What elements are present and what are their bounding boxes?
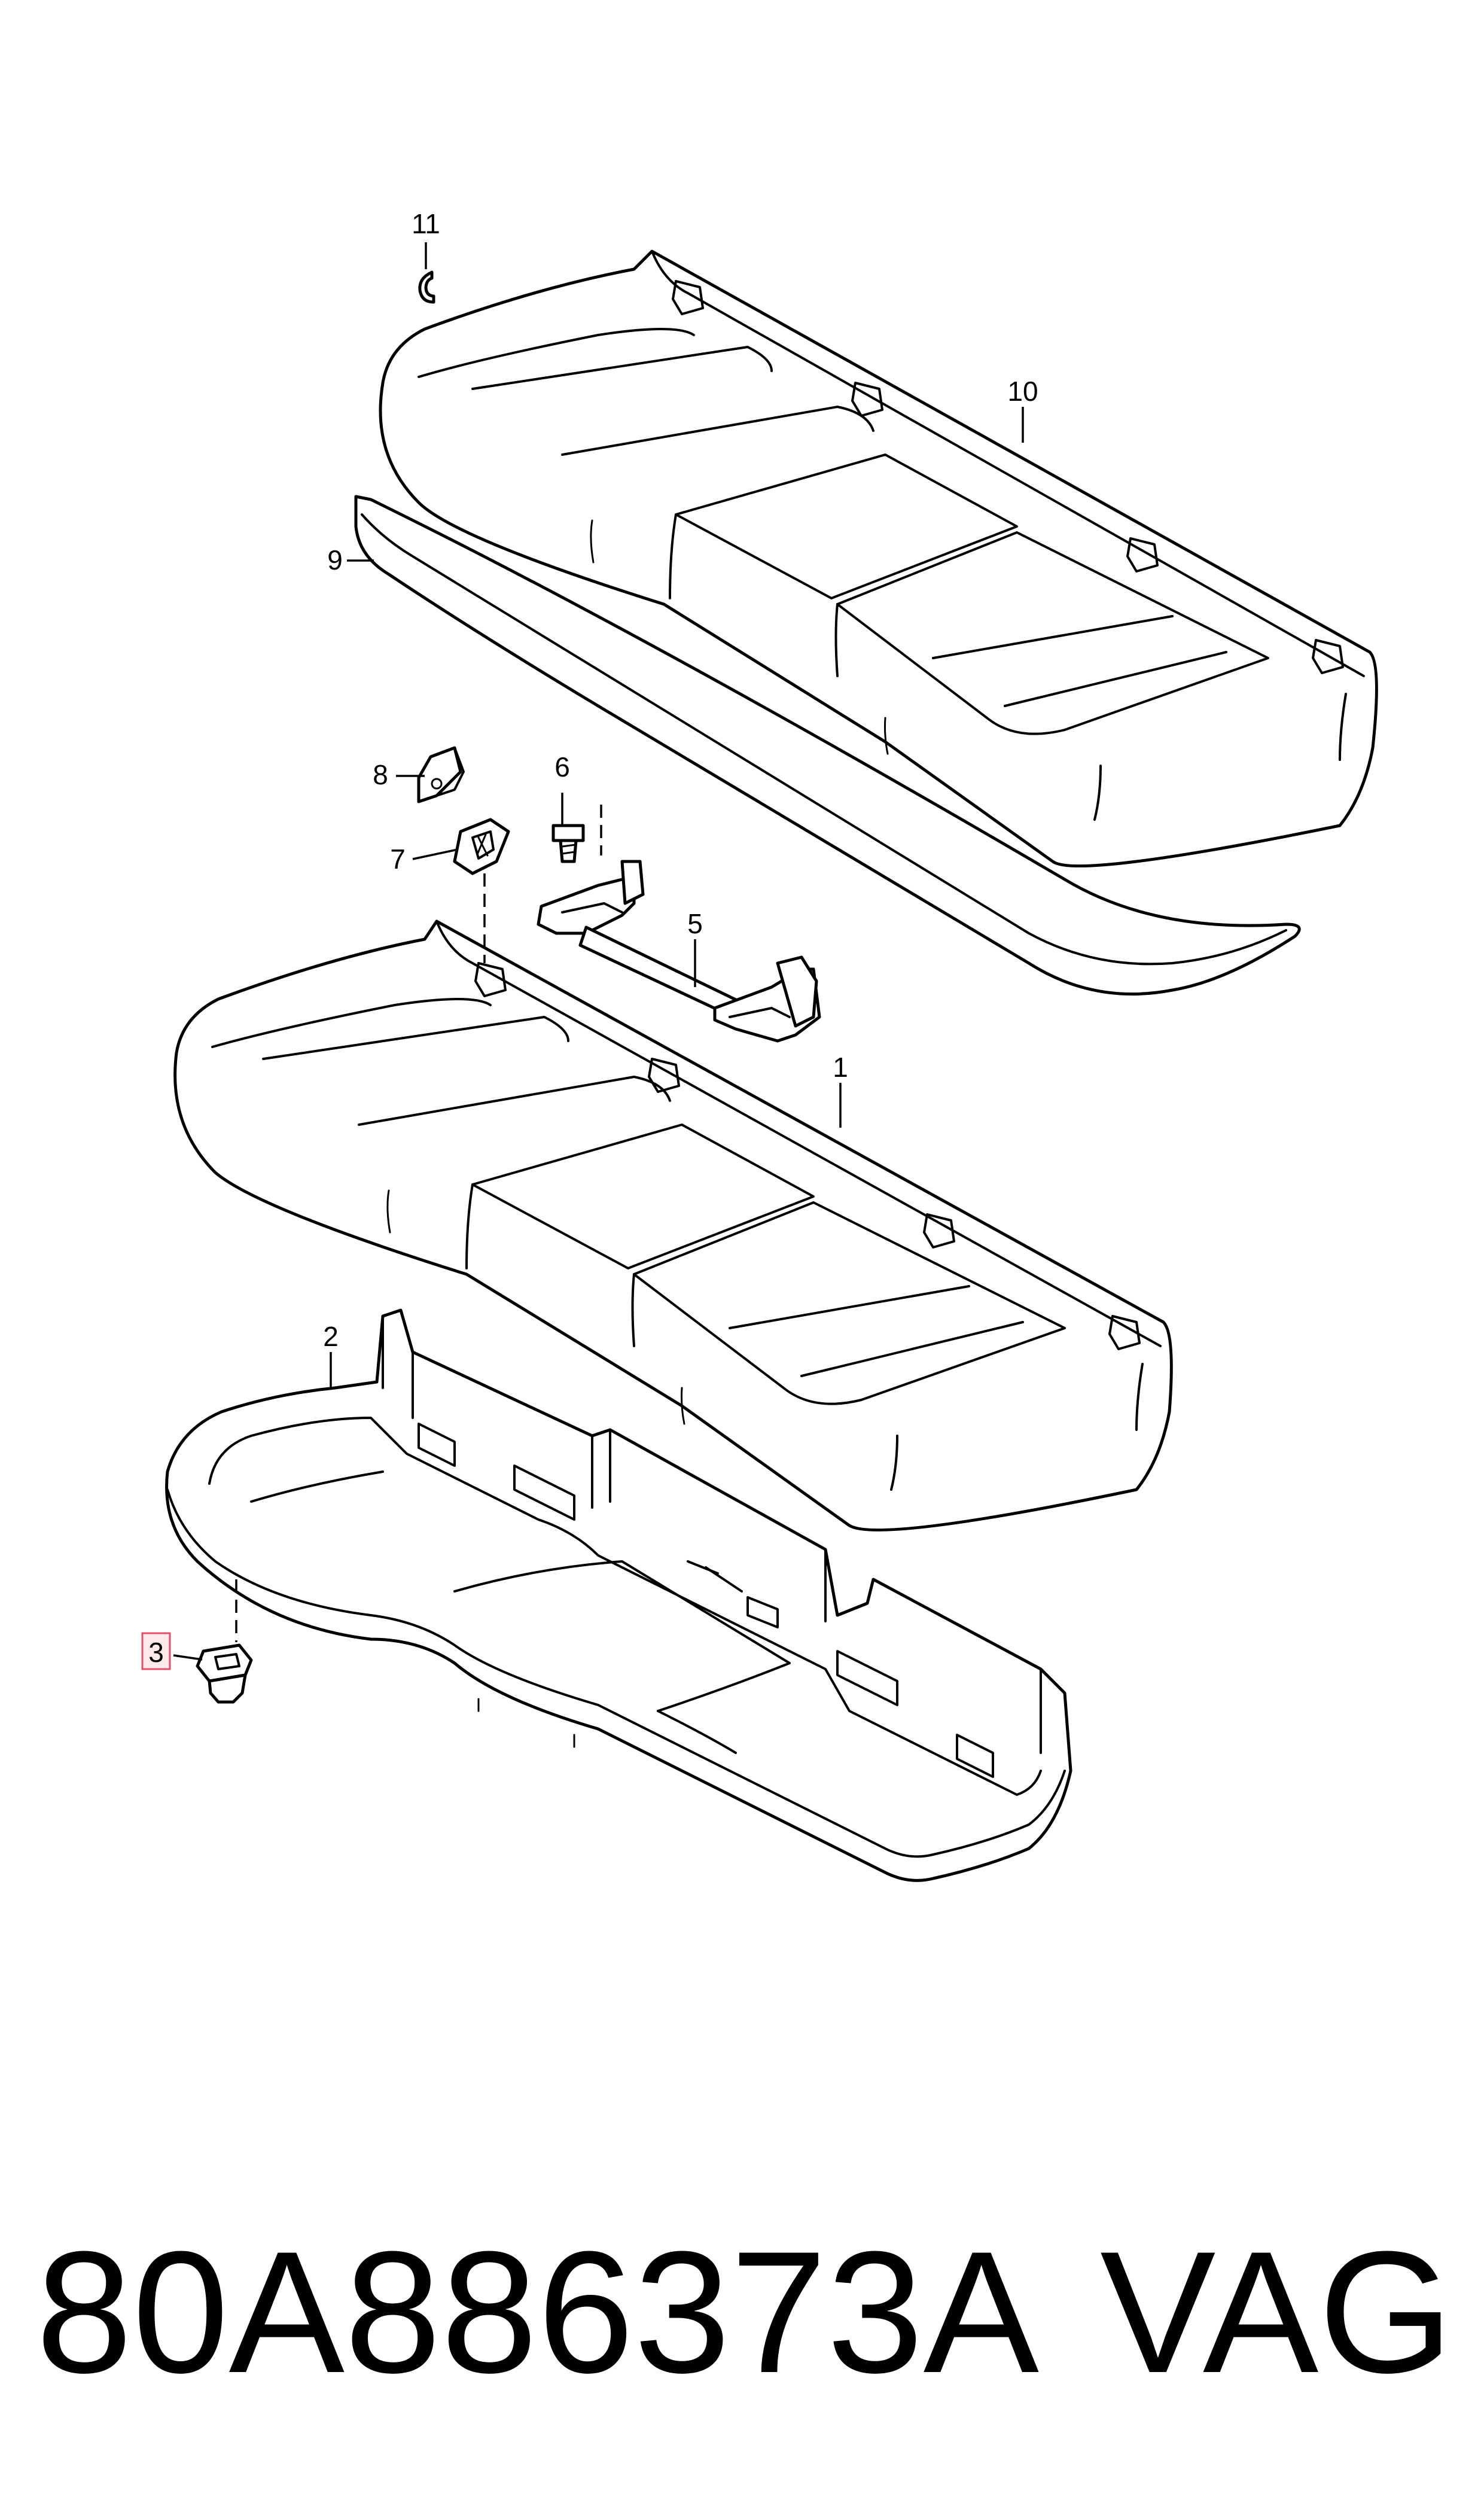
footer: 80A886373A VAG: [36, 2213, 1453, 2411]
callout-3-highlight: [141, 1632, 171, 1670]
brand-label: VAG: [1100, 2215, 1453, 2409]
part-10-seat-cover: [379, 249, 1378, 867]
part-number: 80A886373A: [36, 2215, 1040, 2409]
part-11-retaining-clip: [418, 270, 435, 304]
part-2-seat-tray: [165, 1308, 1072, 1882]
parts-diagram: 11 10 9 8 6 7 5 1 2 3: [141, 208, 1378, 1882]
part-6-bolt: [551, 824, 585, 863]
callout-10: 10: [1007, 376, 1038, 407]
callout-7: 7: [390, 844, 406, 875]
part-5-frame-rail: [537, 860, 821, 1043]
callout-1: 1: [833, 1052, 848, 1083]
callouts: 11 10 9 8 6 7 5 1 2 3: [141, 208, 1038, 1670]
part-1-seat-cushion: [173, 919, 1173, 1531]
part-8-bracket: [417, 746, 465, 803]
callout-6: 6: [554, 751, 570, 783]
callout-8: 8: [373, 759, 388, 790]
callout-9: 9: [327, 544, 343, 576]
callout-3: 3: [148, 1637, 164, 1668]
callout-11: 11: [412, 208, 440, 239]
part-9-trim-strip: [354, 495, 1301, 996]
callout-5: 5: [687, 908, 703, 939]
leader-lines: [173, 242, 1024, 1661]
part-3-clip: [196, 1643, 253, 1704]
callout-2: 2: [323, 1321, 339, 1352]
part-7-clip: [453, 818, 510, 875]
